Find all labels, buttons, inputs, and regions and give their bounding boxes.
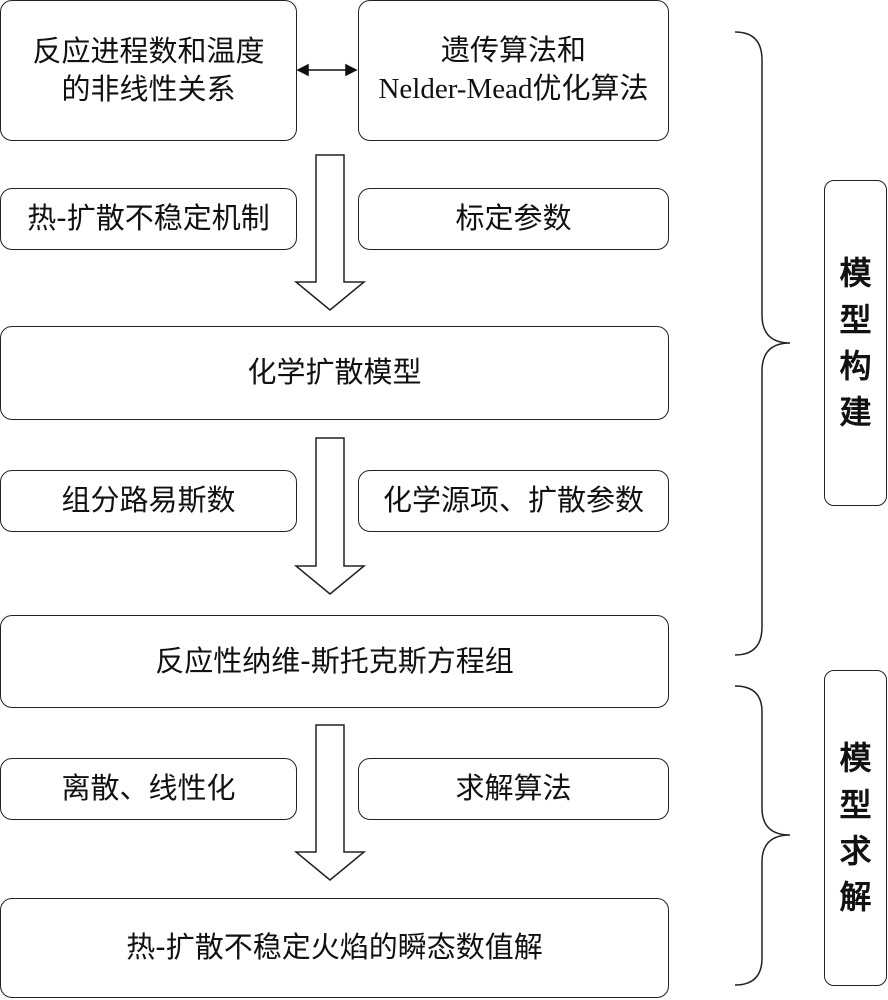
label-char: 模 xyxy=(839,739,872,778)
label-char: 建 xyxy=(839,393,872,432)
box-optimization: 遗传算法和 Nelder-Mead优化算法 xyxy=(358,0,669,141)
box-solver: 求解算法 xyxy=(358,758,669,820)
box-text: 反应性纳维-斯托克斯方程组 xyxy=(155,643,514,678)
label-char: 求 xyxy=(839,832,872,870)
box-text: 化学源项、扩散参数 xyxy=(382,483,644,518)
brace-modeling xyxy=(734,31,791,656)
box-calibration: 标定参数 xyxy=(358,188,669,250)
box-text: 求解算法 xyxy=(455,771,572,806)
double-arrow xyxy=(296,63,358,77)
box-chem-diffusion-model: 化学扩散模型 xyxy=(0,326,669,420)
label-char: 模 xyxy=(839,254,872,293)
label-modeling: 模 型 构 建 xyxy=(824,180,887,506)
down-arrow-1 xyxy=(293,154,367,311)
box-text: 组分路易斯数 xyxy=(61,483,236,518)
box-discretization: 离散、线性化 xyxy=(0,758,297,820)
box-text: 热-扩散不稳定火焰的瞬态数值解 xyxy=(126,930,543,965)
box-text: 化学扩散模型 xyxy=(247,355,422,390)
box-text: 标定参数 xyxy=(455,201,572,236)
box-text: 反应进程数和温度 的非线性关系 xyxy=(32,33,265,106)
box-transient-solution: 热-扩散不稳定火焰的瞬态数值解 xyxy=(0,898,669,998)
box-instability-mechanism: 热-扩散不稳定机制 xyxy=(0,188,297,250)
brace-solving xyxy=(734,685,791,986)
box-nonlinear: 反应进程数和温度 的非线性关系 xyxy=(0,0,297,141)
label-char: 型 xyxy=(839,300,872,339)
label-char: 构 xyxy=(839,347,872,385)
box-text: 遗传算法和 Nelder-Mead优化算法 xyxy=(378,34,649,105)
box-navier-stokes: 反应性纳维-斯托克斯方程组 xyxy=(0,615,669,708)
label-char: 型 xyxy=(839,785,872,824)
box-source-params: 化学源项、扩散参数 xyxy=(358,470,669,532)
label-char: 解 xyxy=(839,878,872,917)
down-arrow-3 xyxy=(293,724,367,881)
box-text: 离散、线性化 xyxy=(61,771,236,806)
label-solving: 模 型 求 解 xyxy=(824,670,887,986)
box-lewis-number: 组分路易斯数 xyxy=(0,470,297,532)
box-text: 热-扩散不稳定机制 xyxy=(27,201,270,236)
down-arrow-2 xyxy=(293,437,367,595)
